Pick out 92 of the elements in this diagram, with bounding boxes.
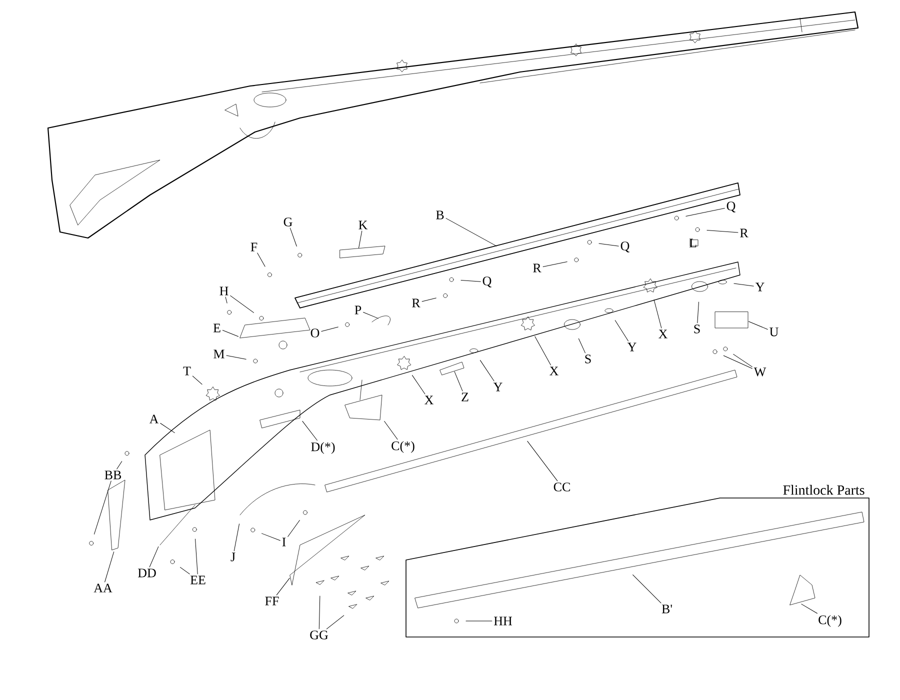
leader-line [734, 283, 754, 286]
leader-line [706, 230, 738, 233]
callout-label: R [412, 298, 420, 308]
callout-label: Q [620, 242, 630, 252]
node-label: Flintlock Parts [783, 484, 864, 495]
leader-line [534, 336, 551, 366]
leader-line [723, 355, 752, 369]
leader-line [801, 604, 818, 614]
leader-line [302, 420, 318, 441]
callout-label: S [694, 324, 700, 334]
leader-line [192, 376, 202, 385]
leader-line [290, 228, 297, 246]
leader-line [748, 321, 768, 330]
leader-line [466, 620, 492, 622]
leader-line [326, 615, 344, 630]
callout-label: C(*) [392, 441, 414, 453]
callout-label: G [284, 218, 292, 226]
leader-line [614, 320, 628, 342]
leader-line [160, 423, 175, 434]
leader-line [180, 567, 190, 574]
leader-line [149, 546, 159, 568]
leader-line [480, 360, 494, 382]
leader-line [527, 440, 558, 482]
leader-line [358, 230, 362, 248]
leader-line [222, 330, 239, 337]
callout-label: EE [190, 576, 206, 584]
leader-line [686, 208, 725, 216]
leader-line [230, 295, 254, 313]
callout-label: B' [662, 604, 672, 614]
callout-label: Y [755, 282, 764, 292]
leader-line [632, 574, 662, 604]
leader-line [412, 375, 426, 394]
leader-line [257, 252, 266, 267]
callout-label: F [250, 242, 258, 252]
callout-label: R [533, 264, 542, 272]
callout-label: A [149, 414, 159, 424]
callout-label: D(*) [311, 442, 335, 454]
leader-line [454, 371, 463, 392]
callout-label: GG [310, 630, 328, 640]
callout-label: T [183, 366, 191, 376]
callout-label: Q [726, 202, 736, 212]
leader-line [261, 533, 280, 541]
leader-line [446, 218, 497, 246]
leader-line [363, 312, 379, 319]
callout-label: R [740, 228, 748, 238]
callout-label: AA [94, 584, 112, 592]
leader-line [288, 520, 300, 537]
callout-label: U [770, 328, 778, 336]
callout-label: M [214, 350, 224, 358]
callout-label: P [354, 306, 362, 314]
callout-label: Y [493, 382, 502, 392]
leader-line [318, 596, 320, 630]
callout-label: X [658, 330, 668, 338]
leader-line [94, 480, 112, 534]
leader-line [578, 338, 586, 354]
callout-label: Y [627, 342, 636, 352]
leader-line [654, 300, 662, 328]
callout-label: W [754, 368, 766, 376]
leader-line [321, 326, 338, 332]
leader-line [460, 280, 481, 282]
callout-label: K [358, 220, 368, 230]
callout-label: Q [482, 276, 492, 288]
callout-label: S [585, 354, 591, 364]
callout-label: L [689, 238, 696, 248]
leader-line [733, 354, 752, 368]
callout-label: H [220, 286, 228, 296]
callout-label: CC [554, 482, 570, 492]
callout-label: C(*) [818, 615, 842, 627]
leader-line [422, 298, 436, 302]
callout-label: X [550, 366, 558, 376]
callout-label: J [230, 552, 236, 562]
callout-label: B [436, 210, 444, 220]
callout-label: O [310, 328, 320, 338]
callout-label: DD [138, 568, 156, 578]
callout-label: Z [462, 392, 468, 402]
leader-line [195, 538, 198, 574]
callout-label: X [424, 396, 434, 404]
leader-line [598, 243, 619, 246]
callout-label: HH [494, 616, 512, 626]
leader-line [104, 552, 114, 582]
leader-line [384, 420, 398, 440]
callout-label: E [213, 324, 220, 332]
leader-line [116, 461, 122, 470]
callout-label: I [282, 538, 286, 546]
leader-line [276, 578, 290, 596]
leader-line [542, 262, 568, 267]
leader-line [225, 296, 228, 304]
callout-label: FF [265, 596, 279, 606]
leader-line [226, 355, 246, 360]
leader-line [234, 524, 240, 552]
leader-line [697, 302, 699, 324]
callout-label: BB [104, 470, 122, 480]
